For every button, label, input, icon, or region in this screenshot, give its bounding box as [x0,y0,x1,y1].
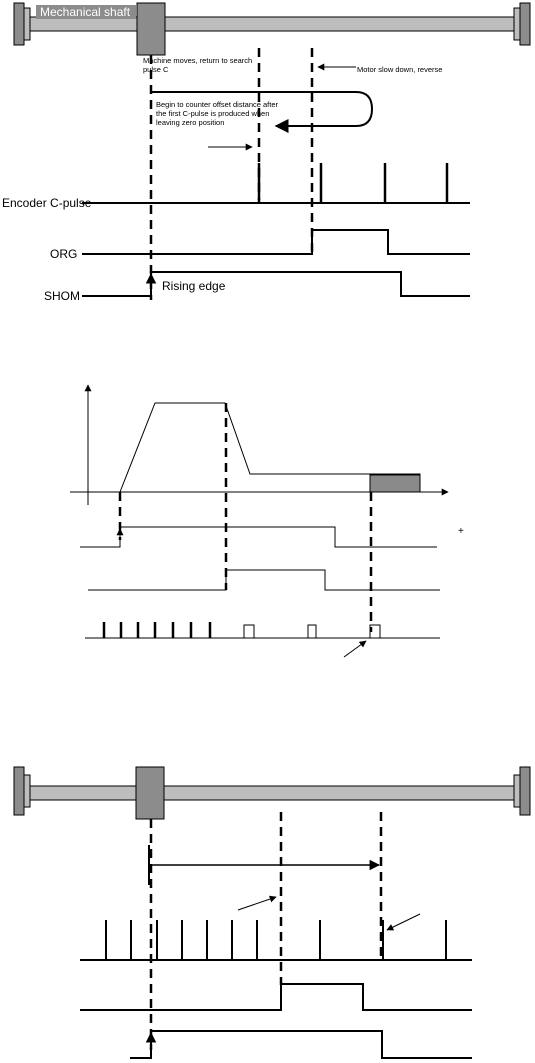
top-shaft-diagram: Mechanical shaft Machine moves, return t… [2,2,531,303]
mid-slow-pulses [243,624,381,638]
signal-shom-label: SHOM [44,289,80,303]
mid-signal-1 [80,526,437,548]
note-offset-line3: leaving zero position [156,118,224,127]
shaded-zone [369,474,421,493]
bottom-shaft-diagram [13,766,531,1059]
bot-org-signal [80,983,472,1011]
rising-edge-label: Rising edge [162,279,226,293]
shom-signal [82,271,470,297]
signal-encoder-label: Encoder C-pulse [2,196,92,210]
mid-pointer-arrow [343,640,367,658]
signal-org-label: ORG [50,247,77,261]
mid-signal-2 [88,569,440,591]
note-offset-line1: Begin to counter offset distance after [156,100,279,109]
mid-pulses [102,622,212,638]
shaft-bar [29,16,521,32]
bot-pulses [105,920,447,960]
middle-speed-diagram: + [70,384,464,658]
shaft-right-end [519,2,531,46]
org-signal [82,229,470,255]
note-slow: Motor slow down, reverse [357,65,442,74]
bot-arrow-right [386,913,421,931]
shaft-left-collar-2 [23,774,31,808]
shaft-right-collar-2 [513,774,521,808]
moving-block-2 [135,766,165,820]
shaft-left-end [13,2,25,46]
shaft-right-end-2 [519,766,531,816]
moving-block [136,2,166,56]
encoder-pulses [257,163,449,203]
bot-arrow-left [237,895,277,911]
note-search-line1: Machine moves, return to search [143,56,252,65]
motion-path [151,91,374,133]
bot-shom-signal [130,1030,472,1059]
note-search-line2: pulse C [143,65,169,74]
shaft-left-collar [23,7,31,41]
shaft-left-end-2 [13,766,25,816]
shaft-bar-2 [29,785,521,801]
shaft-label: Mechanical shaft [40,5,131,19]
shaft-label-bg [36,5,136,19]
note-offset-line2: the first C-pulse is produced when [156,109,269,118]
plus-mark: + [458,526,464,537]
shaft-right-collar [513,7,521,41]
